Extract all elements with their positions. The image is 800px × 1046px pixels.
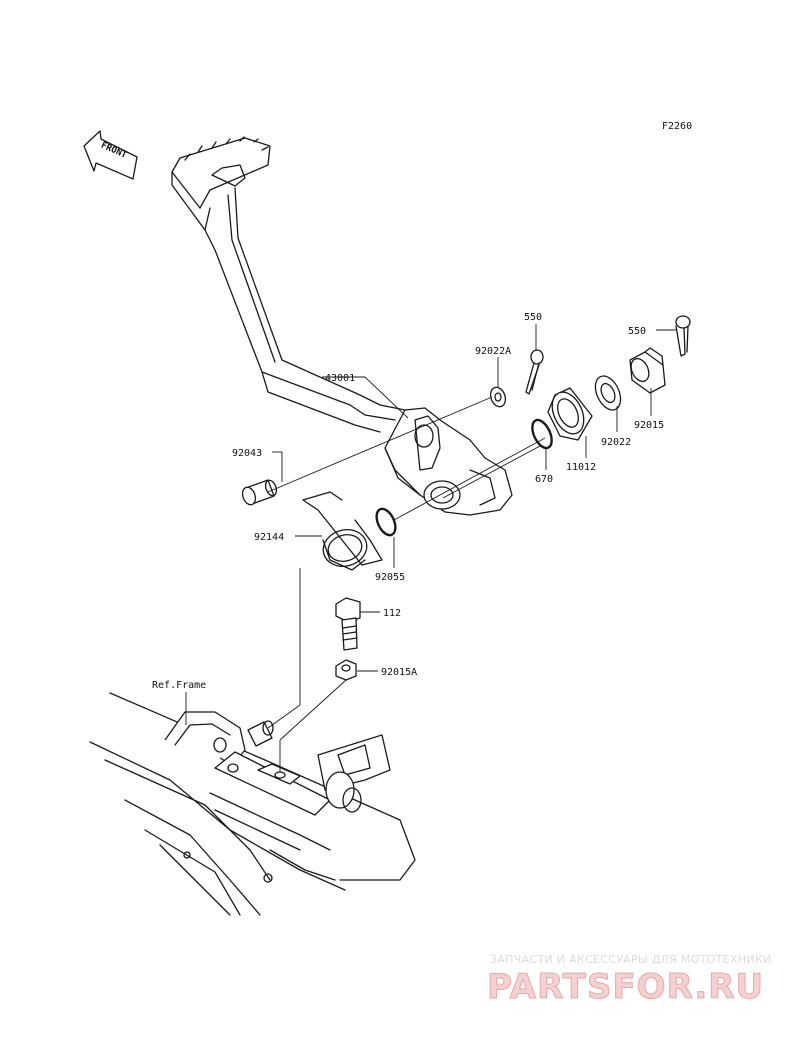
watermark: ЗАПЧАСТИ И АКСЕССУАРЫ ДЛЯ МОТОТЕХНИКИ PA… [487,953,772,1008]
o-ring-670 [531,418,553,450]
cotter-pin-550-left [525,349,544,395]
part-label-92043: 92043 [232,448,262,459]
cotter-pin-550-right [675,315,691,357]
diagram-code: F2260 [662,121,692,132]
part-label-11012: 11012 [566,462,596,473]
return-spring [302,491,383,571]
watermark-brand: PARTSFOR.RU [487,967,764,1007]
part-label-550-left: 550 [524,312,542,323]
front-arrow-icon: FRONT [83,130,138,180]
clevis-pin [241,479,278,506]
bushing-11012 [547,387,593,441]
bolt-112 [335,597,361,651]
part-label-92055: 92055 [375,572,405,583]
frame-section [89,692,416,916]
washer-92022 [594,375,622,411]
frame-ref-label: Ref.Frame [152,680,206,691]
part-label-43001: 43001 [325,373,355,384]
washer-92022A [489,386,507,408]
part-label-550-right: 550 [628,326,646,337]
part-label-92015A: 92015A [381,667,417,678]
brake-pedal [171,136,513,516]
part-label-112: 112 [383,608,401,619]
part-label-670: 670 [535,474,553,485]
watermark-subtitle: ЗАПЧАСТИ И АКСЕССУАРЫ ДЛЯ МОТОТЕХНИКИ [490,953,772,966]
leader-lines [185,324,676,772]
part-label-92015: 92015 [634,420,664,431]
part-label-92144: 92144 [254,532,284,543]
o-ring-92055 [375,507,397,537]
castle-nut-92015 [629,347,666,394]
part-label-92022A: 92022A [475,346,511,357]
part-label-92022: 92022 [601,437,631,448]
nut-92015A [335,659,357,681]
